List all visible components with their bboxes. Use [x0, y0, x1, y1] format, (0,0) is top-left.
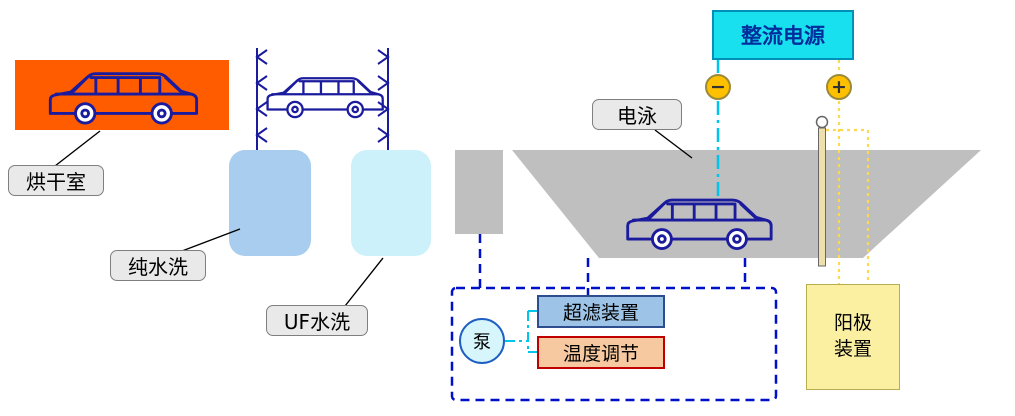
- rectifier-power-box: 整流电源: [712, 10, 854, 60]
- spray-nozzle-icon: [377, 75, 390, 91]
- label-drying-room: 烘干室: [8, 165, 104, 196]
- spray-nozzle-icon: [377, 49, 390, 65]
- label-electro-dip: 电泳: [592, 99, 682, 130]
- anode-rod-top: [815, 115, 829, 129]
- label-uf-wash: UF水洗: [266, 305, 368, 336]
- anode-line: [826, 60, 870, 284]
- pointer-lines: [54, 129, 693, 307]
- label-pure-water-wash: 纯水洗: [110, 250, 206, 281]
- pump-connectors: [505, 310, 537, 353]
- spray-nozzle-icon: [255, 75, 268, 91]
- spray-nozzle-icon: [377, 101, 390, 117]
- spray-nozzle-icon: [377, 127, 390, 143]
- bath-entry-block: [455, 150, 503, 234]
- spray-nozzle-icon: [255, 49, 268, 65]
- pump-circle: 泵: [459, 318, 505, 364]
- spray-nozzle-icon: [255, 127, 268, 143]
- car-icon: [48, 71, 199, 125]
- rectifier-power-label: 整流电源: [741, 24, 825, 48]
- spray-nozzle-icon: [255, 101, 268, 117]
- circulation-loop: [450, 286, 778, 402]
- plus-terminal-icon: +: [826, 74, 852, 100]
- pump-label: 泵: [473, 332, 491, 353]
- anode-device-box: 阳极 装置: [806, 284, 900, 390]
- circulation-pipes: [450, 234, 778, 402]
- spray-station: [255, 48, 390, 150]
- anode-rod: [818, 127, 826, 267]
- pure-water-tank: [229, 150, 311, 256]
- temperature-control-box: 温度调节: [537, 336, 665, 369]
- ultrafiltration-label: 超滤装置: [562, 302, 639, 324]
- temperature-control-label: 温度调节: [562, 343, 639, 365]
- uf-water-tank: [351, 150, 431, 256]
- car-icon: [266, 77, 384, 119]
- electro-dip-bath: [512, 150, 981, 258]
- anode-device-label: 阳极 装置: [833, 312, 872, 360]
- ultrafiltration-box: 超滤装置: [537, 295, 665, 328]
- minus-terminal-icon: −: [705, 74, 731, 100]
